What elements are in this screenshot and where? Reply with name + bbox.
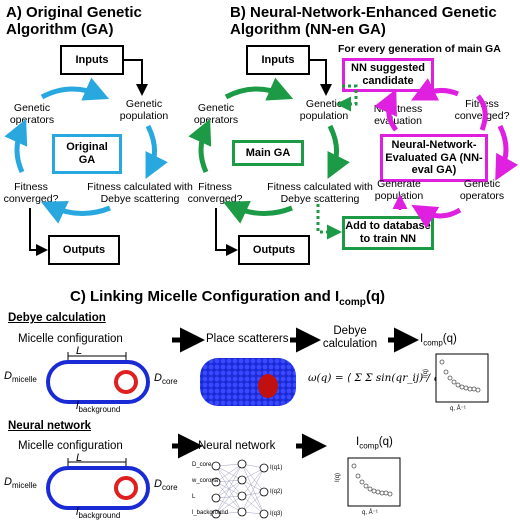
l-background-label-2: lbackground	[76, 506, 121, 521]
panel-b-every-generation: For every generation of main GA	[338, 43, 501, 55]
place-scatterers-label: Place scatterers	[206, 333, 289, 345]
l-background-label-1: lbackground	[76, 400, 121, 415]
micelle-config-label-1: Micelle configuration	[18, 333, 123, 345]
panel-b-nn-eval-ga-box: Neural-Network-Evaluated GA (NN-eval GA)	[380, 134, 488, 182]
icomp-label-1: Icomp(q)	[420, 333, 457, 348]
plot-2-ylabel: I(q)	[335, 472, 342, 482]
nn-input-1: D_core	[192, 462, 212, 468]
plot-1-xlabel: q, Å⁻¹	[450, 406, 466, 412]
icomp-plot-1	[435, 353, 489, 403]
panel-a-genetic-population: Genetic population	[119, 98, 169, 123]
d-micelle-label-1: Dmicelle	[4, 370, 37, 385]
nn-output-3: I(q3)	[270, 511, 283, 517]
micelle-config-label-2: Micelle configuration	[18, 440, 123, 452]
panel-b-inputs-box: Inputs	[246, 45, 310, 75]
nn-input-3: L	[192, 494, 196, 500]
panel-b-genetic-operators-2: Genetic operators	[459, 178, 505, 203]
d-micelle-label-2: Dmicelle	[4, 476, 37, 491]
panel-a-outputs-box: Outputs	[48, 235, 120, 265]
d-core-label-1: Dcore	[154, 372, 178, 387]
panel-a-title: A) Original Genetic Algorithm (GA)	[6, 4, 142, 39]
nn-input-4: l_background	[192, 510, 229, 516]
icomp-label-2: Icomp(q)	[356, 436, 393, 451]
debye-formula: ω(q) = ⟨ Σ Σ sin(qr_ij) / qr_ij ⟩	[308, 372, 465, 384]
micelle-schematic-2	[46, 458, 150, 510]
nn-heading: Neural network	[8, 420, 92, 432]
debye-heading: Debye calculation	[8, 312, 106, 324]
debye-calc-label: Debye calculation	[322, 325, 378, 351]
plot-2-xlabel: q, Å⁻¹	[362, 510, 378, 516]
panel-a-fitness-calculated: Fitness calculated with Debye scattering	[87, 181, 193, 206]
L-label-1: L	[76, 345, 83, 357]
panel-b-outputs-box: Outputs	[238, 235, 310, 265]
scatterer-cylinder-image	[200, 358, 296, 406]
panel-a-inputs-box: Inputs	[60, 45, 124, 75]
plot-1-ylabel: I(q)	[423, 368, 430, 378]
micelle-schematic-1	[46, 352, 150, 404]
panel-b-add-database-box: Add to database to train NN	[342, 216, 434, 250]
panel-b-genetic-population: Genetic population	[299, 98, 349, 123]
panel-a-center-box: Original GA	[52, 134, 122, 174]
panel-b-center-box: Main GA	[232, 140, 304, 166]
panel-b-title: B) Neural-Network-Enhanced Genetic Algor…	[230, 4, 497, 39]
d-core-label-2: Dcore	[154, 478, 178, 493]
L-label-2: L	[76, 452, 83, 464]
neural-network-diagram	[211, 459, 269, 519]
panel-b-fitness-calculated: Fitness calculated with Debye scattering	[267, 181, 373, 206]
panel-c-title: C) Linking Micelle Configuration and Ico…	[70, 288, 385, 308]
nn-output-1: I(q1)	[270, 465, 283, 471]
nn-input-2: w_corona	[192, 478, 219, 484]
nn-output-2: I(q2)	[270, 489, 283, 495]
icomp-plot-2	[347, 457, 401, 507]
neural-network-label: Neural network	[198, 440, 276, 452]
panel-a-genetic-operators: Genetic operators	[9, 102, 55, 127]
